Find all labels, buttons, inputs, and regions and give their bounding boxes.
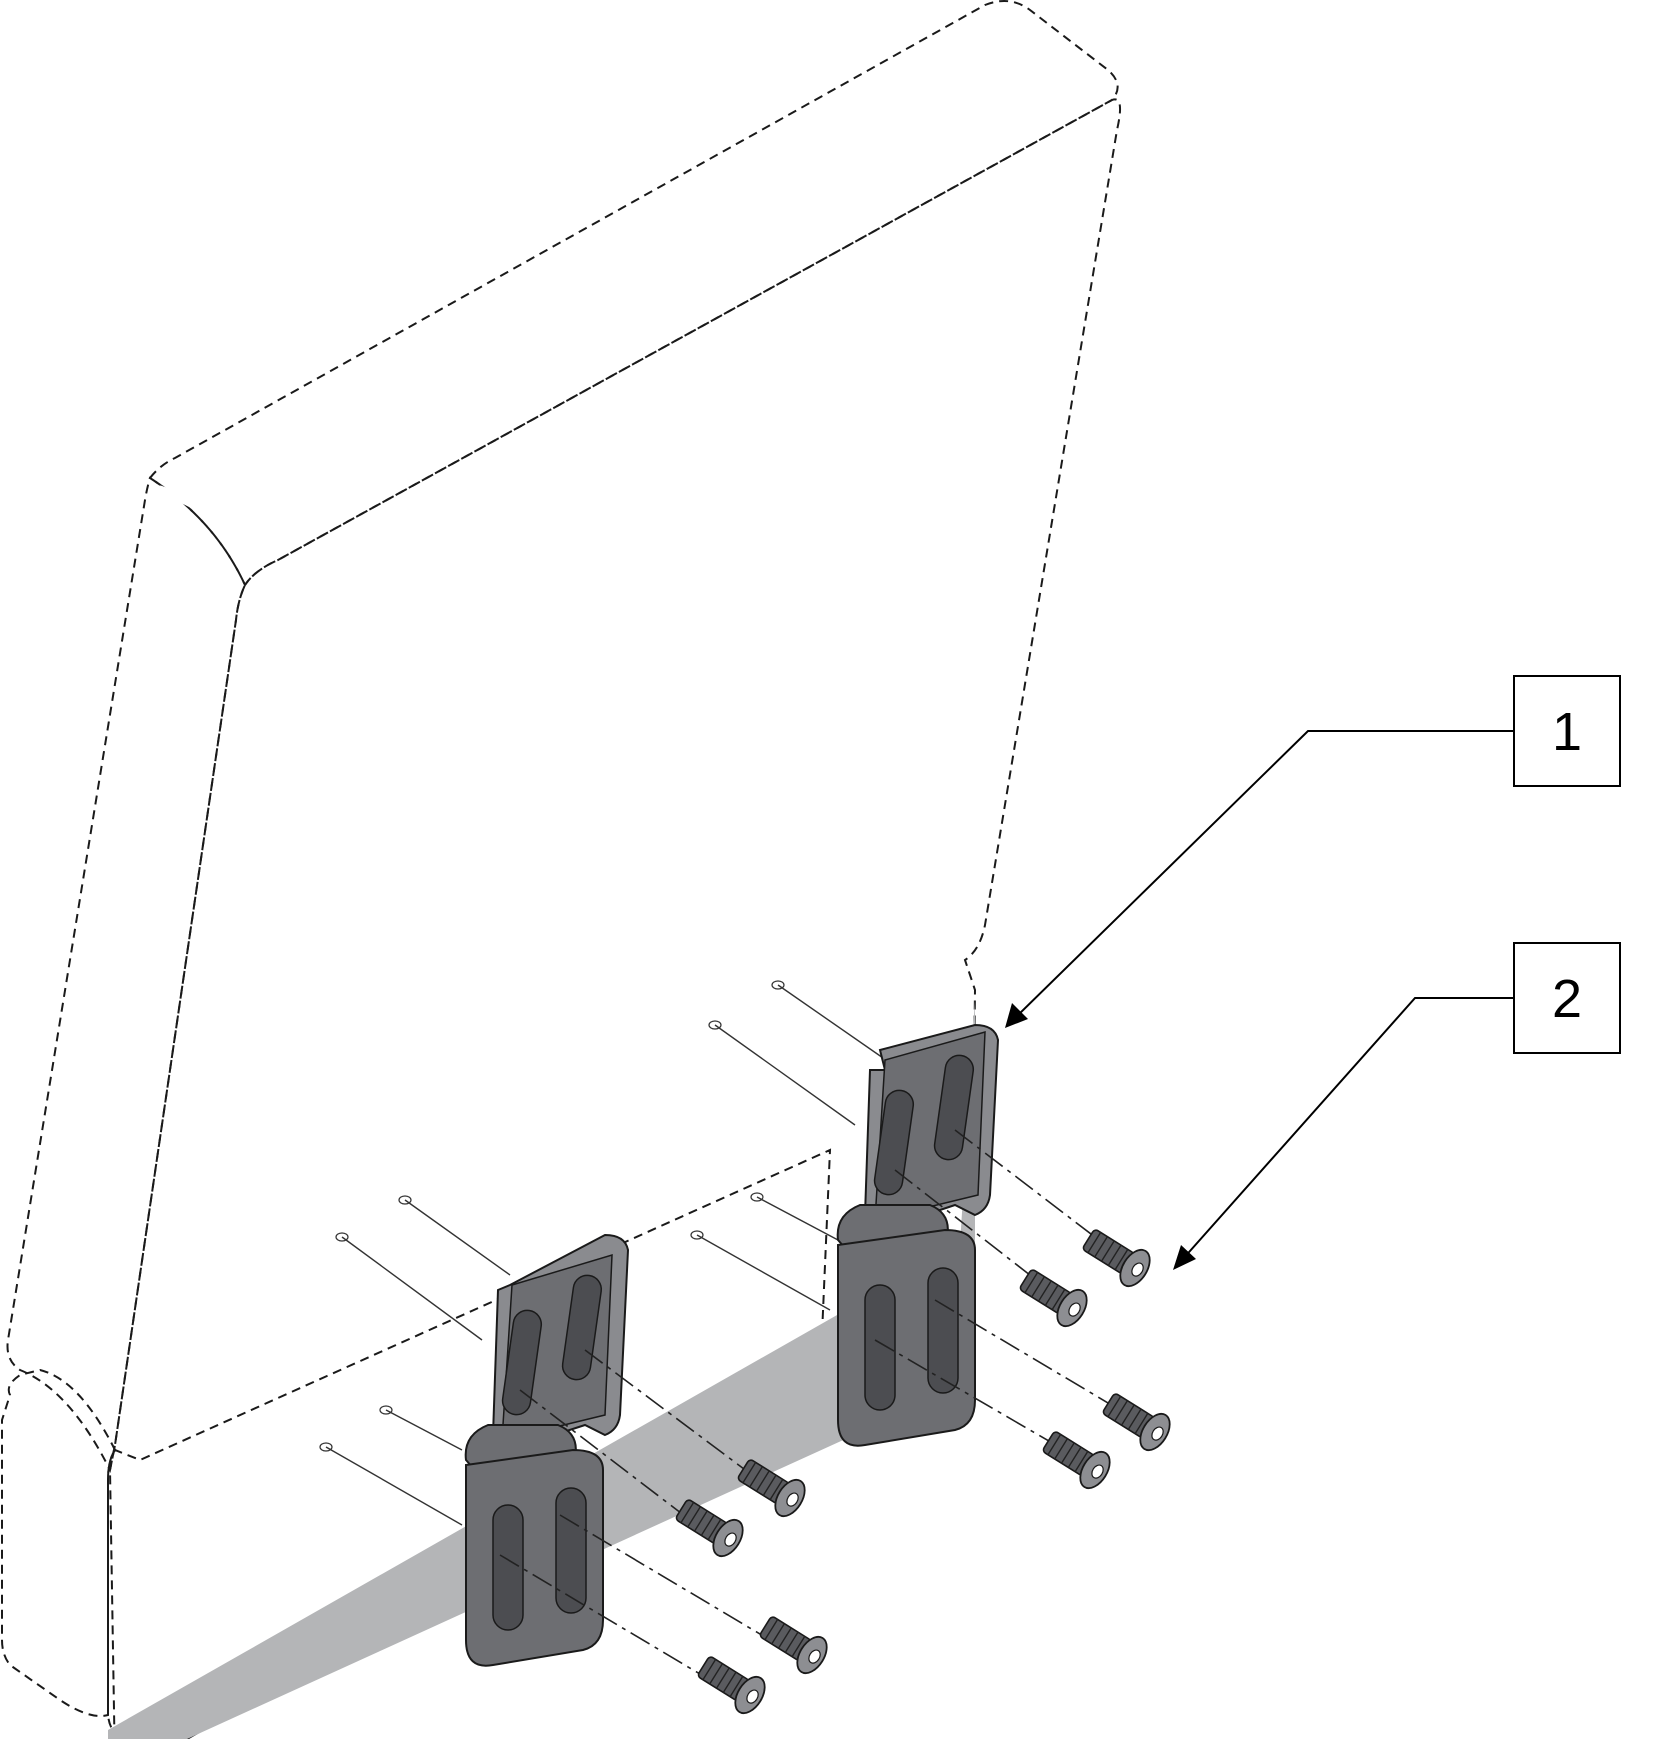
leader-1-arrowhead (1005, 1003, 1028, 1028)
mounting-axes (319, 980, 887, 1526)
hinge-slot (873, 1089, 915, 1196)
hinge-slot (501, 1309, 543, 1416)
seat-cushion-left-end (0, 1368, 117, 1717)
leader-2-arrowhead (1173, 1245, 1196, 1270)
hinge-slot (927, 1267, 959, 1394)
callout-2-label: 2 (1552, 969, 1582, 1029)
screw (675, 1499, 744, 1558)
back-cushion-left-side (6, 476, 247, 1474)
back-cushion-top-edge (148, 0, 1119, 588)
callout-leaders (1005, 730, 1514, 1270)
seat-cushion (0, 1148, 832, 1739)
hinge-slot (492, 1504, 524, 1631)
callout-2: 2 (1513, 942, 1621, 1054)
hinge-right (836, 1023, 1000, 1447)
leader-1 (1014, 730, 1514, 1019)
lower-strip (108, 1000, 975, 1739)
screw (697, 1656, 766, 1715)
hinge-slot (933, 1054, 975, 1161)
screw (1082, 1229, 1151, 1288)
screw (1102, 1393, 1171, 1452)
callout-1: 1 (1513, 675, 1621, 787)
screw (759, 1616, 828, 1675)
hinge-slot (864, 1284, 896, 1411)
hinge-left (464, 1233, 630, 1667)
callout-1-label: 1 (1552, 702, 1582, 762)
back-highlight (155, 485, 267, 565)
screws (675, 1229, 1171, 1715)
back-cushion-face (108, 98, 1122, 1739)
seat-highlight (16, 1378, 96, 1444)
leader-2 (1181, 997, 1514, 1261)
screw (1019, 1269, 1088, 1328)
hinge-slot (561, 1274, 603, 1381)
hinge-slot (555, 1487, 587, 1614)
screw (737, 1459, 806, 1518)
screw (1042, 1431, 1111, 1490)
